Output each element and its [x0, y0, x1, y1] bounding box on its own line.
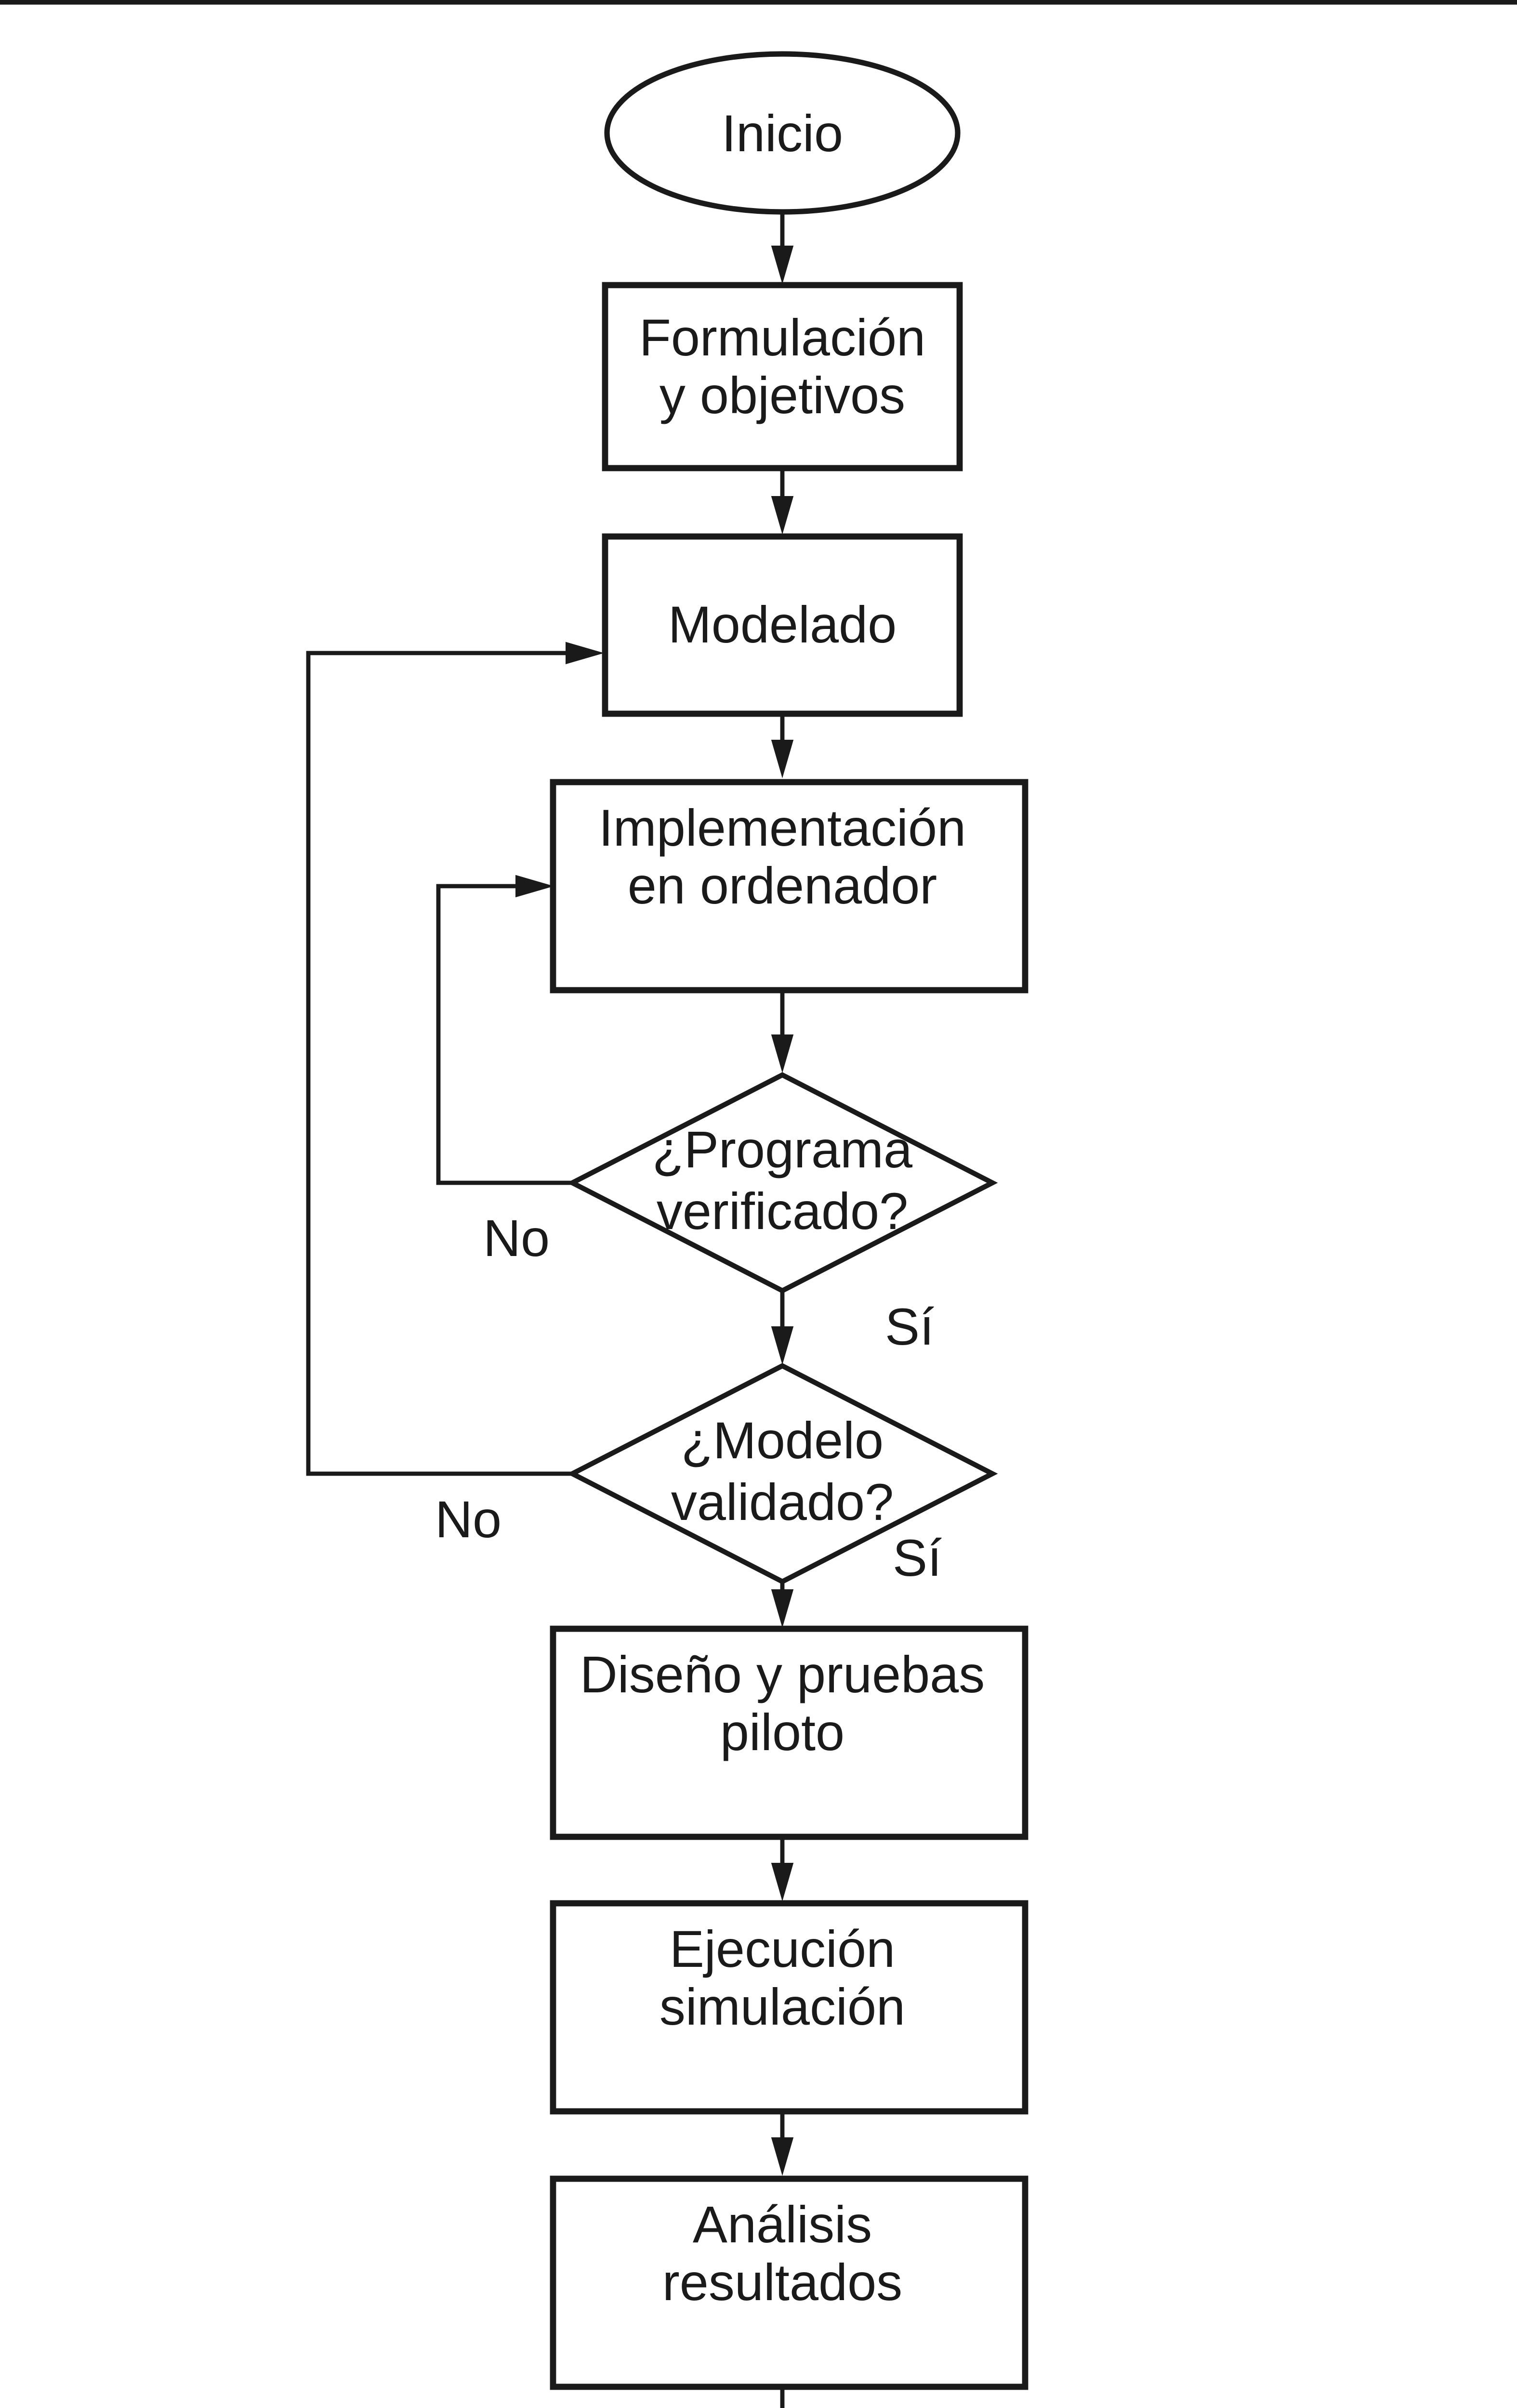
process-diseno-label-line2: piloto [720, 1703, 844, 1761]
arrow-modelo-diseno [771, 1583, 794, 1628]
down-arrowhead-icon [771, 1589, 794, 1628]
decision-modelo-validado [567, 1363, 998, 1584]
loop-no-programa-arrowhead-icon [515, 875, 554, 898]
process-diseno-pruebas [550, 1625, 1029, 1840]
process-diseno-label-line1: Diseño y pruebas [580, 1645, 985, 1703]
edge-label-no-modelo: No [435, 1490, 501, 1548]
arrow-formulacion-modelado [771, 469, 794, 535]
edge-label-si-programa: Sí [885, 1297, 934, 1356]
arrow-ejecucion-analisis [771, 2112, 794, 2176]
process-modelado [602, 533, 963, 717]
decision-programa-verificado [567, 1072, 998, 1294]
arrow-implementacion-programa [771, 991, 794, 1073]
start-label: Inicio [722, 104, 843, 162]
process-analisis-label-line1: Análisis [693, 2195, 872, 2253]
process-formulacion-label-line1: Formulación [639, 308, 925, 366]
loop-no-modelo-line [306, 651, 572, 1476]
loop-no-modelo-arrowhead-icon [566, 641, 604, 665]
edge-label-no-programa: No [483, 1209, 550, 1267]
down-arrowhead-icon [771, 1863, 794, 1901]
arrow-modelado-implementacion [771, 715, 794, 778]
arrow-inicio-formulacion [771, 212, 794, 284]
process-formulacion-label-line2: y objetivos [660, 366, 905, 424]
arrow-diseno-ejecucion [771, 1838, 794, 1901]
down-arrowhead-icon [771, 246, 794, 284]
process-ejecucion-label-line1: Ejecución [670, 1920, 895, 1978]
decision-modelo-label-line1: ¿Modelo [681, 1411, 884, 1469]
process-formulacion [602, 282, 963, 471]
down-arrowhead-icon [771, 1326, 794, 1365]
arrow-analisis-documentacion [780, 2388, 785, 2408]
process-modelado-label: Modelado [668, 595, 897, 654]
process-implementacion-label-line1: Implementación [599, 798, 966, 857]
decision-modelo-label-line2: validado? [671, 1473, 894, 1531]
process-ejecucion [550, 1900, 1029, 2115]
edge-label-si-modelo: Sí [893, 1529, 942, 1587]
top-border-bar [0, 0, 1517, 5]
process-implementacion [550, 779, 1029, 994]
process-implementacion-label-line2: en ordenador [628, 856, 937, 915]
decision-programa-label-line2: verificado? [657, 1182, 908, 1240]
process-ejecucion-label-line2: simulación [660, 1977, 905, 2036]
process-analisis [550, 2175, 1029, 2390]
decision-programa-label-line1: ¿Programa [652, 1120, 913, 1178]
arrow-programa-modelo [771, 1292, 794, 1365]
loop-no-programa-line [436, 884, 572, 1185]
down-arrowhead-icon [771, 496, 794, 535]
down-arrowhead-icon [771, 1034, 794, 1073]
down-arrowhead-icon [771, 740, 794, 778]
process-analisis-label-line2: resultados [662, 2253, 902, 2311]
down-arrowhead-icon [771, 2137, 794, 2176]
